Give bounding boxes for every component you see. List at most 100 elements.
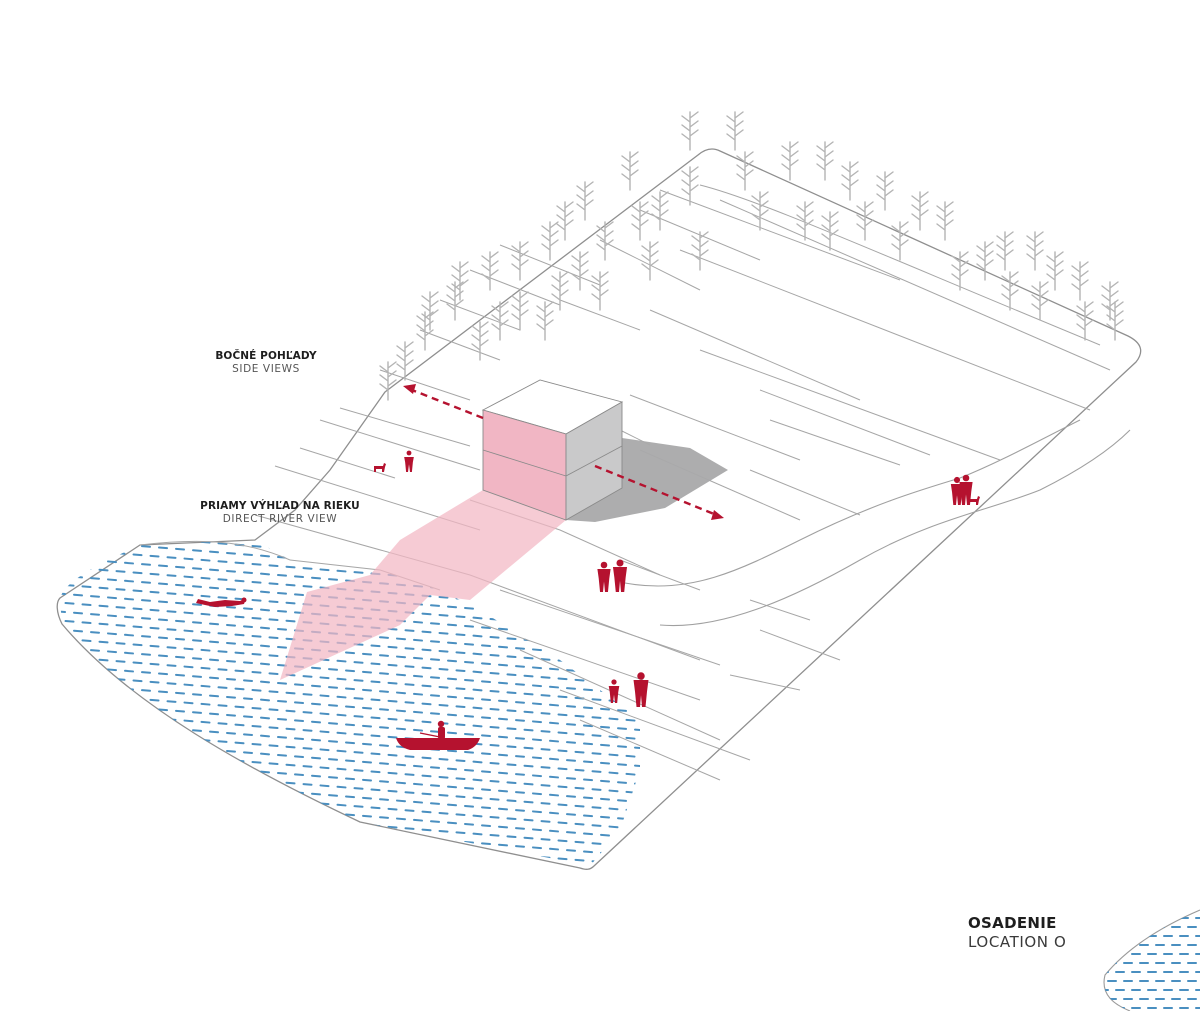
water-dash (567, 886, 575, 887)
water-dash (64, 566, 75, 569)
water-dash (107, 650, 117, 654)
water-dash (482, 933, 490, 934)
water-dash (625, 610, 636, 614)
water-dash (192, 747, 202, 750)
water-dash (336, 857, 347, 861)
water-dash (285, 799, 296, 803)
water-dash (132, 625, 143, 629)
water-dash (515, 665, 525, 668)
water-dash (516, 900, 524, 901)
water-dash (202, 884, 210, 885)
water-dash (542, 875, 550, 876)
water-dash (421, 846, 432, 850)
water-dash (73, 629, 83, 633)
water-dash (192, 783, 202, 786)
water-dash (617, 637, 627, 640)
water-dash (285, 817, 296, 821)
water-dash (175, 619, 185, 623)
water-dash (481, 644, 491, 647)
tree-icon (726, 111, 744, 151)
water-dash (404, 701, 415, 704)
water-dash (635, 874, 643, 875)
water-dash (107, 812, 117, 816)
water-dash (319, 568, 330, 572)
water-dash (472, 814, 483, 818)
water-dash (447, 785, 457, 789)
water-dash (209, 730, 219, 734)
water-dash (302, 801, 313, 804)
water-dash (285, 601, 296, 605)
water-dash (209, 856, 219, 860)
water-dash (508, 890, 516, 891)
water-dash (540, 622, 551, 625)
water-dash (489, 816, 500, 819)
water-dash (81, 801, 92, 805)
water-dash (482, 897, 490, 898)
water-dash (387, 663, 398, 667)
water-dash (370, 734, 381, 738)
water-dash (379, 654, 389, 657)
water-dash (652, 821, 660, 822)
water-dash (40, 808, 48, 809)
water-dash (396, 763, 406, 767)
water-dash (523, 620, 534, 624)
water-dash (321, 875, 329, 876)
water-dash (132, 787, 143, 791)
water-dash (413, 674, 423, 678)
water-dash (81, 729, 92, 733)
water-dash (285, 619, 296, 623)
water-dash (438, 775, 449, 779)
water-dash (508, 926, 516, 927)
water-dash (353, 769, 364, 772)
water-dash (644, 793, 652, 794)
water-dash (319, 802, 330, 806)
water-dash (311, 684, 321, 688)
water-dash (515, 611, 525, 614)
water-dash (447, 641, 457, 645)
water-dash (142, 906, 150, 907)
water-dash (166, 574, 177, 577)
water-dash (576, 914, 584, 915)
water-dash (226, 839, 236, 843)
water-dash (566, 849, 576, 852)
water-dash (464, 859, 474, 862)
water-dash (226, 551, 236, 555)
water-dash (362, 706, 372, 710)
water-dash (549, 775, 559, 779)
water-dash (243, 715, 253, 718)
water-dash (158, 600, 168, 604)
water-dash (217, 578, 228, 581)
water-dash (557, 731, 568, 735)
water-dash (455, 615, 466, 618)
water-dash (652, 839, 660, 840)
water-dash (574, 714, 585, 718)
water-dash (115, 804, 126, 807)
water-dash (294, 701, 304, 705)
water-dash (124, 687, 134, 691)
water-dash (73, 719, 83, 723)
water-dash (474, 924, 482, 925)
water-dash (49, 890, 57, 891)
water-dash (217, 668, 228, 671)
water-dash (159, 530, 167, 531)
water-dash (107, 848, 117, 852)
water-dash (379, 780, 389, 783)
water-dash (515, 755, 525, 758)
water-dash (532, 792, 542, 796)
water-dash (457, 904, 465, 905)
water-dash (533, 919, 541, 920)
water-dash (328, 812, 338, 815)
water-dash (294, 863, 304, 866)
water-dash (346, 904, 354, 905)
water-dash (192, 711, 202, 714)
water-dash (73, 557, 83, 561)
water-dash (60, 844, 66, 847)
water-dash (583, 850, 593, 854)
water-dash (591, 806, 602, 809)
water-dash (345, 849, 355, 853)
tree-icon (511, 241, 529, 281)
water-dash (277, 540, 287, 541)
water-dash (389, 899, 397, 900)
water-dash (515, 701, 525, 704)
water-dash (200, 720, 211, 724)
